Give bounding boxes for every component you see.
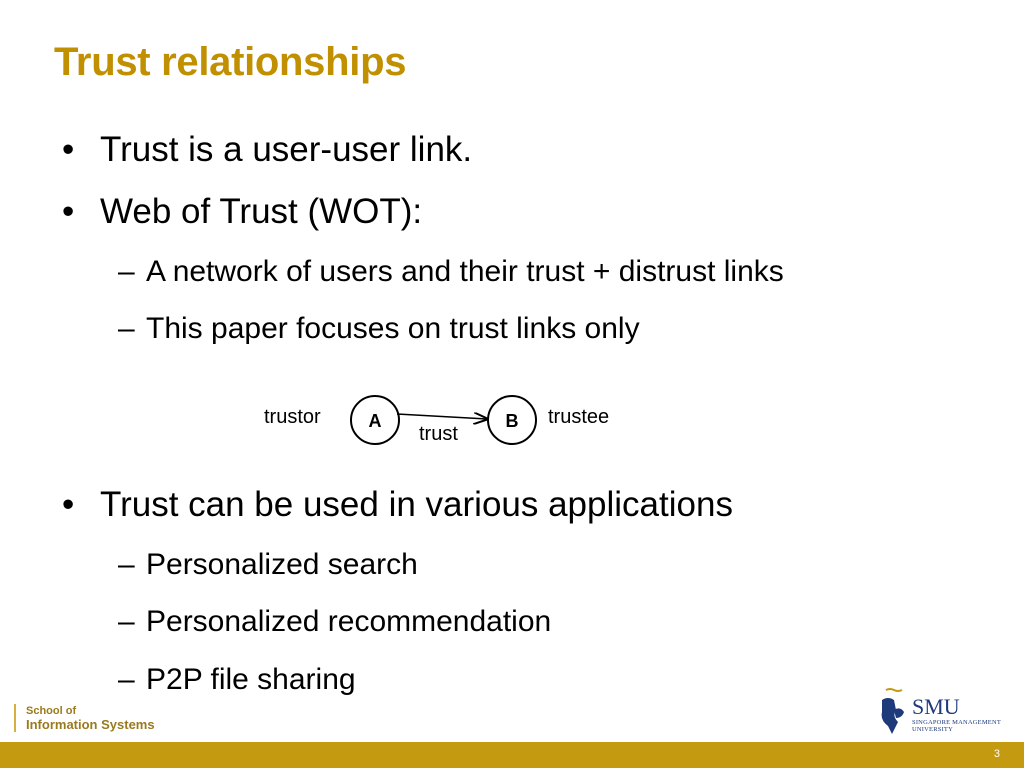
- bullet-applications: • Trust can be used in various applicatio…: [62, 485, 733, 525]
- bullet-trust-link: • Trust is a user-user link.: [62, 130, 472, 170]
- sub-bullet-focus: –This paper focuses on trust links only: [118, 311, 640, 347]
- sub-bullet-text: Personalized recommendation: [146, 605, 552, 638]
- smu-logo: SMU SINGAPORE MANAGEMENT UNIVERSITY: [872, 688, 1012, 740]
- node-a-circle: [350, 395, 400, 445]
- sub-bullet-text: This paper focuses on trust links only: [146, 312, 640, 345]
- lion-crest-icon: [881, 688, 904, 734]
- sub-bullet-mark: –: [118, 605, 135, 638]
- page-number: 3: [993, 748, 1000, 760]
- slide-title: Trust relationships: [54, 40, 407, 84]
- sub-bullet-p2p: –P2P file sharing: [118, 662, 356, 698]
- bullet-web-of-trust: • Web of Trust (WOT):: [62, 192, 422, 232]
- trustor-label: trustor: [264, 406, 321, 428]
- bullet-mark: •: [62, 130, 75, 169]
- bullet-mark: •: [62, 485, 75, 524]
- bullet-mark: •: [62, 192, 75, 231]
- logo-text: SMU: [912, 694, 960, 719]
- sub-bullet-mark: –: [118, 312, 135, 345]
- bullet-text: Trust is a user-user link.: [100, 130, 473, 169]
- trustee-label: trustee: [548, 406, 609, 428]
- sub-bullet-text: Personalized search: [146, 548, 418, 581]
- sub-bullet-text: A network of users and their trust + dis…: [146, 255, 784, 288]
- logo-subtitle: SINGAPORE MANAGEMENT UNIVERSITY: [912, 719, 1001, 733]
- node-b-circle: [487, 395, 537, 445]
- bullet-text: Web of Trust (WOT):: [100, 192, 423, 231]
- school-line-1: School of: [26, 705, 77, 717]
- school-name: School of Information Systems: [14, 704, 155, 732]
- sub-bullet-text: P2P file sharing: [146, 663, 356, 696]
- bullet-text: Trust can be used in various application…: [100, 485, 733, 524]
- sub-bullet-mark: –: [118, 548, 135, 581]
- node-a-label: A: [369, 411, 382, 431]
- footer-bar: 3: [0, 742, 1024, 768]
- sub-bullet-network: –A network of users and their trust + di…: [118, 254, 784, 290]
- sub-bullet-mark: –: [118, 663, 135, 696]
- trust-edge-label: trust: [419, 423, 458, 445]
- logo-subtitle-line-1: SINGAPORE MANAGEMENT: [912, 719, 1002, 726]
- logo-subtitle-line-2: UNIVERSITY: [912, 726, 953, 733]
- trust-edge-arrow: [396, 414, 487, 419]
- sub-bullet-search: –Personalized search: [118, 547, 418, 583]
- node-b-label: B: [506, 411, 519, 431]
- school-line-2: Information Systems: [26, 717, 155, 732]
- sub-bullet-mark: –: [118, 255, 135, 288]
- sub-bullet-recommendation: –Personalized recommendation: [118, 604, 551, 640]
